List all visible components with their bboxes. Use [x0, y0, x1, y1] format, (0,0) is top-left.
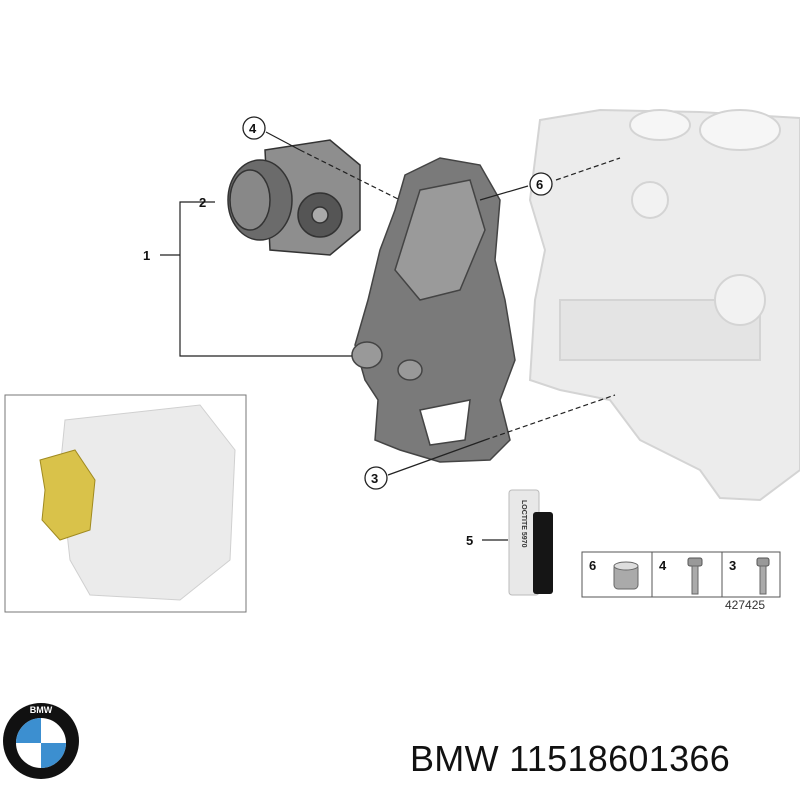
bolt-icon: [687, 557, 703, 595]
callout-circles: [242, 116, 553, 490]
callout-3: 3: [371, 471, 378, 486]
tube-label: LOCTITE 5970: [520, 500, 527, 548]
callout-4: 4: [249, 121, 257, 136]
callout-2: 2: [199, 195, 206, 210]
parts-box-6: 6: [589, 558, 596, 573]
callout-5: 5: [466, 533, 473, 548]
leader-lines: [160, 131, 621, 541]
sealant-tube: LOCTITE 5970: [508, 489, 553, 596]
water-pump: [227, 139, 361, 256]
parts-box-4: 4: [659, 558, 667, 573]
callout-1: 1: [143, 248, 150, 263]
engine-block: [528, 108, 800, 502]
callout-6: 6: [536, 177, 543, 192]
parts-box-3: 3: [729, 558, 736, 573]
part-title: BMW 11518601366: [410, 738, 731, 779]
parts-box: [581, 551, 781, 598]
bushing-icon: [613, 561, 639, 590]
highlighted-part: [39, 449, 96, 541]
coolant-pump-housing: [351, 157, 516, 463]
inset-engine-view: [4, 394, 247, 613]
logo-text: BMW: [30, 705, 53, 715]
bolt-icon: [756, 557, 770, 595]
diagram-number: 427425: [725, 598, 766, 612]
bmw-logo: BMW: [3, 703, 79, 779]
